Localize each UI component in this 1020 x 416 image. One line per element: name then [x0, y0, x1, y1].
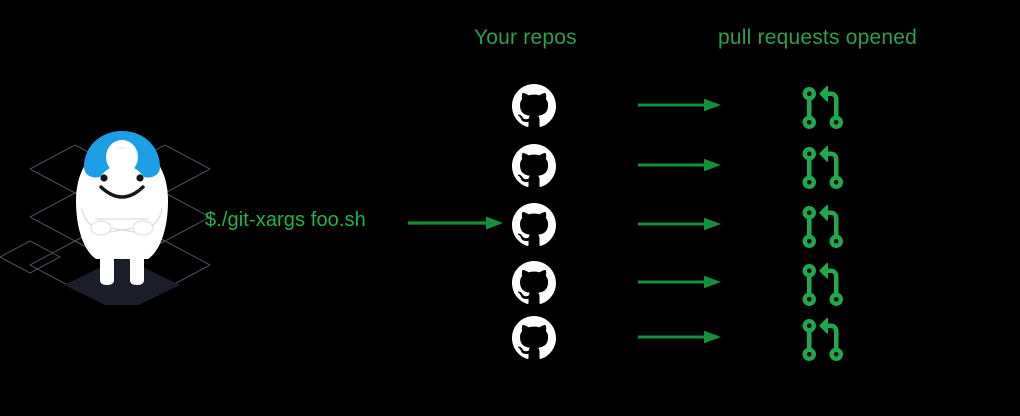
pipeline-row [500, 142, 860, 198]
git-pull-request-icon [798, 199, 846, 255]
git-pull-request-icon [798, 312, 846, 368]
right-arrow-icon [638, 273, 722, 291]
right-arrow-icon [638, 96, 722, 114]
github-octocat-icon [512, 201, 556, 249]
mascot-helmet-lamp [106, 140, 138, 174]
github-octocat-icon [512, 259, 556, 307]
pipeline-row [500, 82, 860, 138]
right-arrow-icon [638, 328, 722, 346]
right-arrow-icon [638, 215, 722, 233]
pipeline-row [500, 259, 860, 315]
git-pull-request-icon [798, 257, 846, 313]
pipeline-row [500, 314, 860, 370]
column-heading-pull-requests-opened: pull requests opened [718, 26, 917, 49]
github-octocat-icon [512, 82, 556, 130]
pipeline-row [500, 201, 860, 257]
mascot-eye-left [100, 174, 108, 182]
mascot-eye-right [136, 174, 144, 182]
command-to-repos-arrow [408, 214, 504, 232]
git-pull-request-icon [798, 80, 846, 136]
right-arrow-icon [638, 156, 722, 174]
github-octocat-icon [512, 314, 556, 362]
mascot-smile [99, 185, 145, 199]
mascot-face [99, 174, 145, 199]
mascot-hands [90, 220, 154, 236]
git-pull-request-icon [798, 140, 846, 196]
mascot-platform [64, 257, 180, 305]
column-heading-your-repos: Your repos [474, 26, 577, 49]
gruntwork-mascot-illustration [0, 125, 215, 305]
command-line-text: $./git-xargs foo.sh [205, 209, 366, 231]
github-octocat-icon [512, 142, 556, 190]
